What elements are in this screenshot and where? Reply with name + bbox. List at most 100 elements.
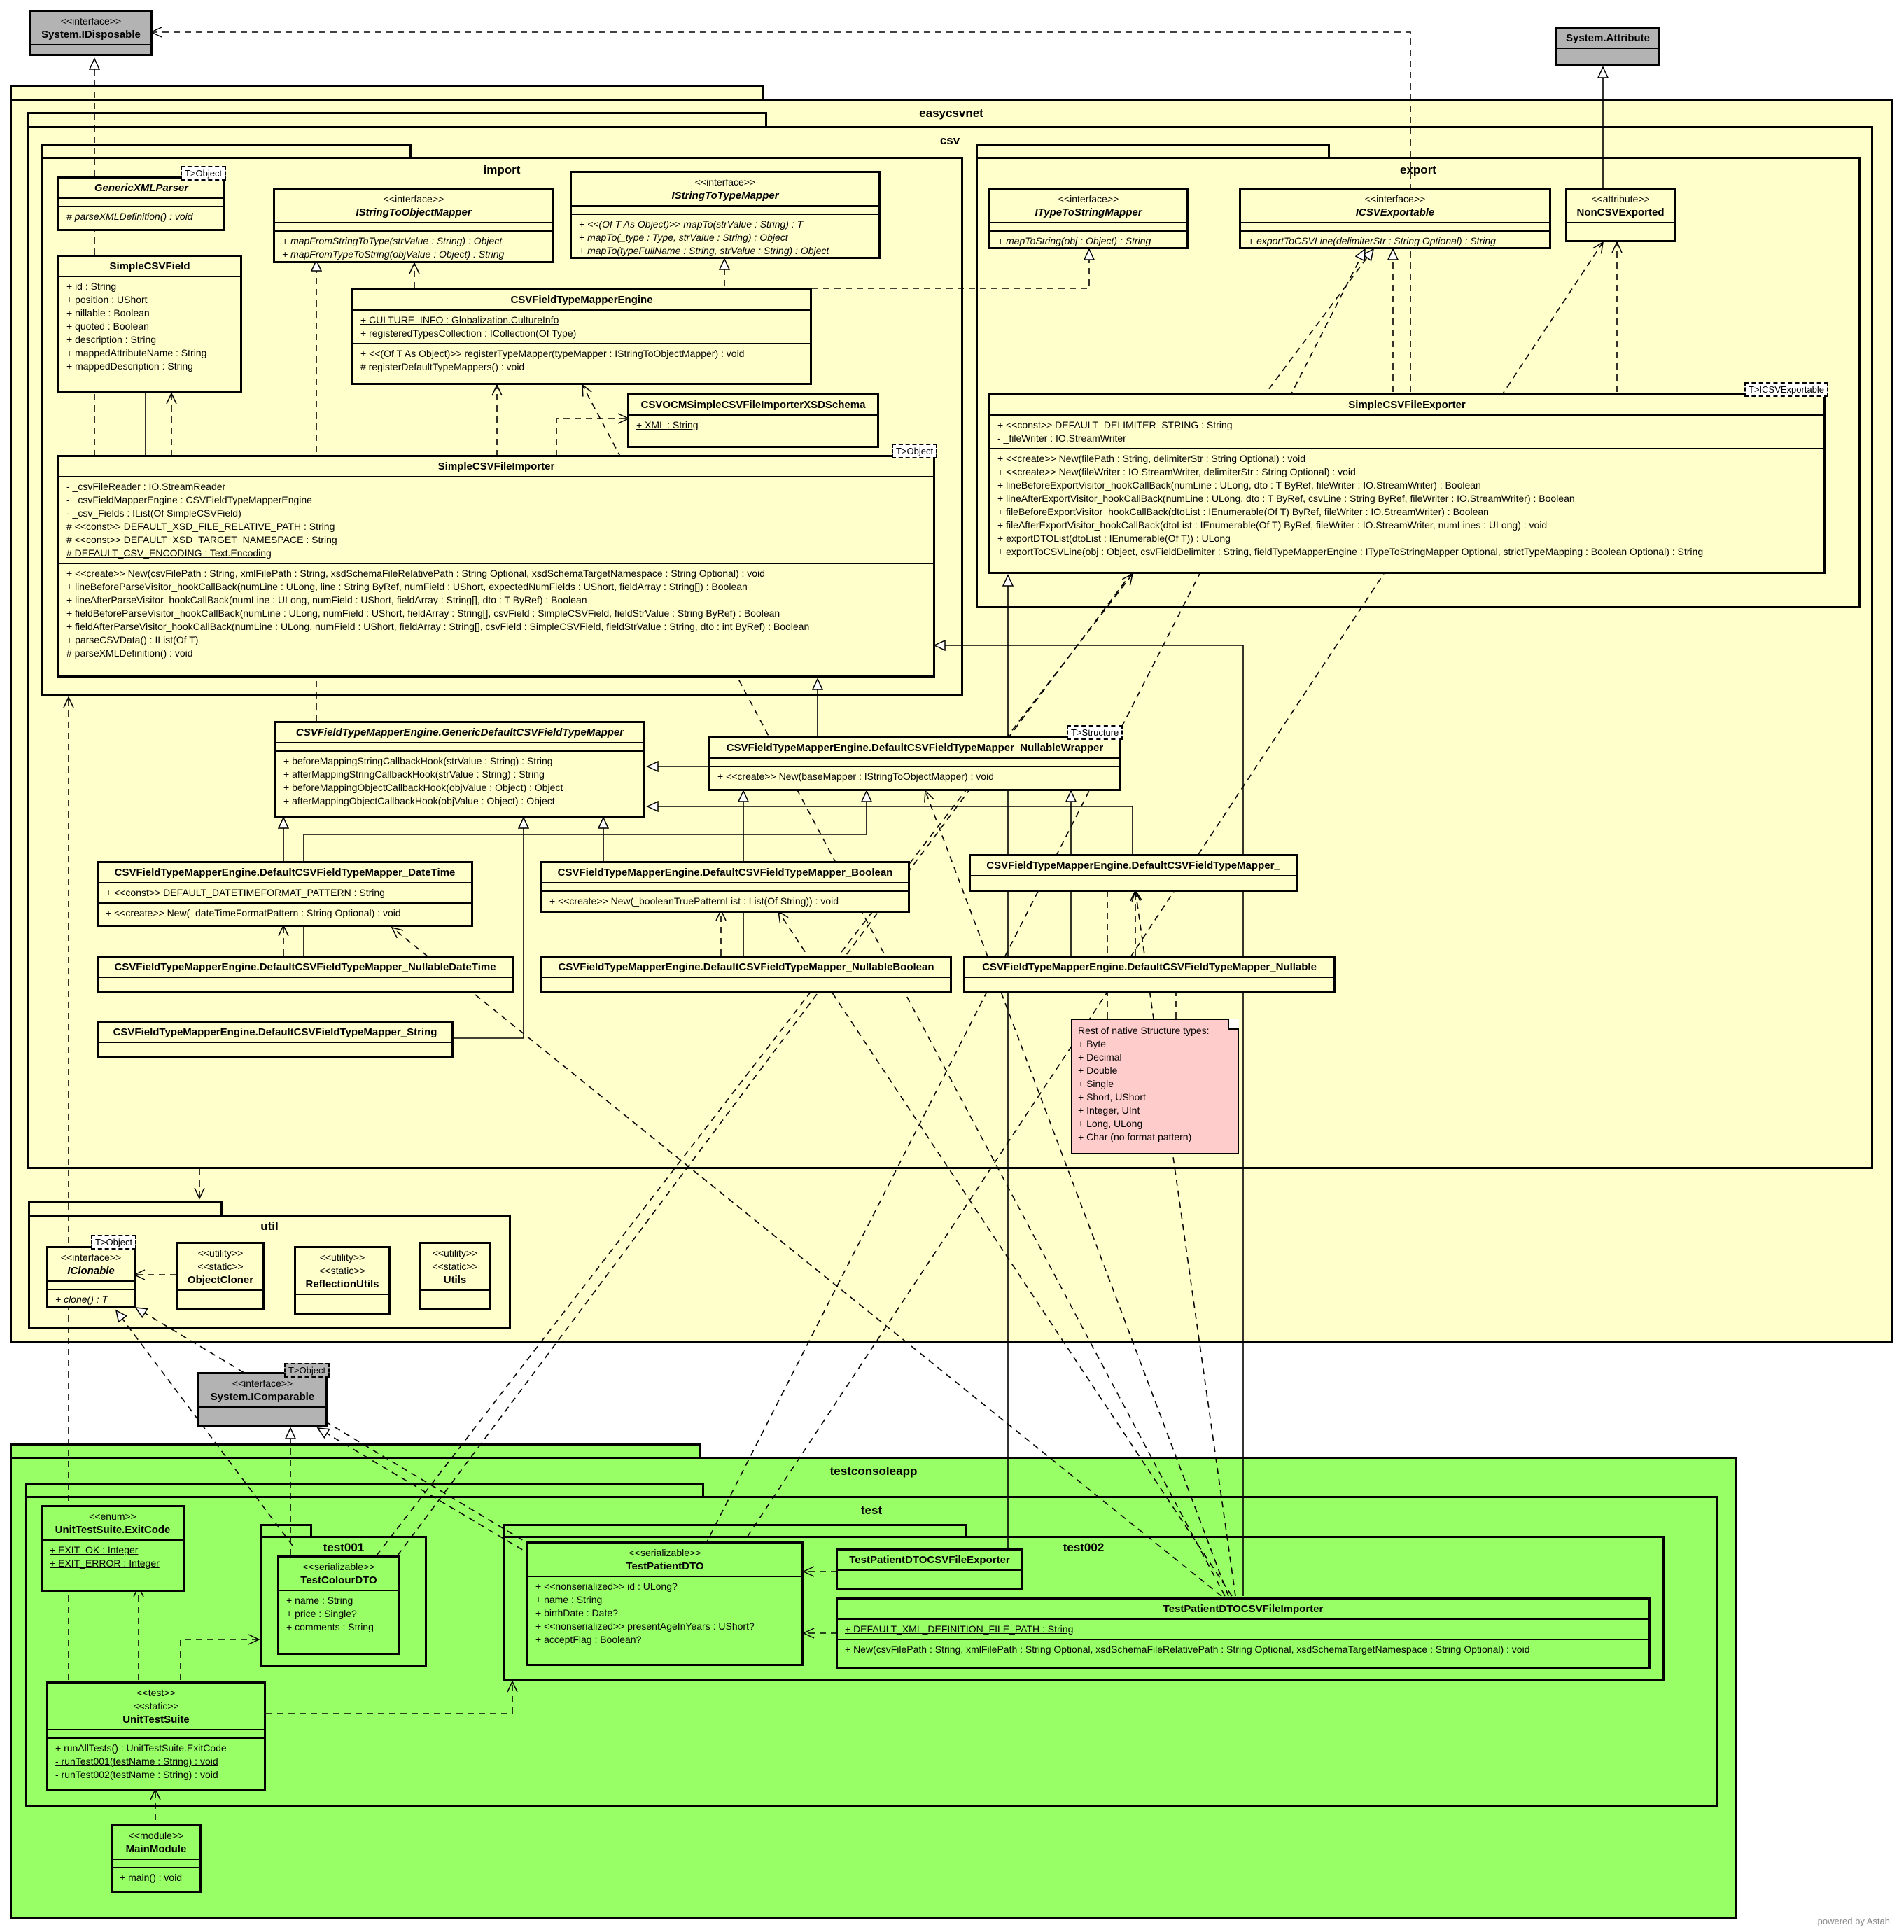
class-mapper-datetime[interactable]: CSVFieldTypeMapperEngine.DefaultCSVField…: [97, 861, 473, 927]
class-mapper-boolean[interactable]: CSVFieldTypeMapperEngine.DefaultCSVField…: [540, 861, 910, 913]
class-iclonable[interactable]: <<interface>>IClonable + clone() : T: [46, 1246, 136, 1308]
class-testpatientcsvimporter[interactable]: TestPatientDTOCSVFileImporter + DEFAULT_…: [836, 1597, 1651, 1669]
stereotype: <<interface>>: [60, 15, 122, 27]
op-row: + fileAfterExportVisitor_hookCallBack(dt…: [997, 519, 1548, 531]
class-mapper-nullable[interactable]: CSVFieldTypeMapperEngine.DefaultCSVField…: [963, 955, 1336, 993]
note-line: + Short, UShort: [1078, 1091, 1146, 1102]
op-row: # parseXMLDefinition() : void: [66, 648, 193, 659]
op-row: + lineBeforeExportVisitor_hookCallBack(n…: [997, 479, 1481, 491]
class-simplecsvfield[interactable]: SimpleCSVField + id : String + position …: [57, 255, 242, 393]
export-tab: [976, 144, 1330, 159]
attr-row: # DEFAULT_CSV_ENCODING : Text.Encoding: [66, 547, 272, 559]
real-colour-iclonable: [116, 1310, 293, 1546]
class-csvfieldtypemapperengine[interactable]: CSVFieldTypeMapperEngine + CULTURE_INFO …: [351, 288, 812, 385]
op-row: + afterMappingObjectCallbackHook(objValu…: [284, 795, 555, 806]
class-mapper-nullabledatetime[interactable]: CSVFieldTypeMapperEngine.DefaultCSVField…: [97, 955, 514, 993]
class-unittestsuite[interactable]: <<test>><<static>>UnitTestSuite + runAll…: [46, 1681, 266, 1791]
attr-row: + XML : String: [636, 419, 699, 430]
op-row: + runAllTests() : UnitTestSuite.ExitCode: [55, 1742, 227, 1754]
stereotype: <<interface>>: [1364, 193, 1426, 204]
class-reflectionutils[interactable]: <<utility>><<static>>ReflectionUtils: [294, 1246, 391, 1315]
attr-row: + birthDate : Date?: [536, 1607, 618, 1618]
tparam-icomparable: T>Object: [284, 1363, 330, 1378]
package-easycsvnet-name: easycsvnet: [919, 106, 983, 120]
op-row: + mapTo(typeFullName : String, strValue …: [579, 245, 830, 256]
stereotype: <<interface>>: [60, 1252, 122, 1263]
class-name: CSVFieldTypeMapperEngine.DefaultCSVField…: [558, 961, 934, 973]
class-mapper-nullableboolean[interactable]: CSVFieldTypeMapperEngine.DefaultCSVField…: [540, 955, 952, 993]
class-testcolourdto[interactable]: <<serializable>>TestColourDTO + name : S…: [277, 1555, 400, 1655]
class-itypetostringmapper[interactable]: <<interface>>ITypeToStringMapper + mapTo…: [988, 188, 1189, 249]
test-tab: [25, 1483, 704, 1498]
class-name: CSVFieldTypeMapperEngine.DefaultCSVField…: [113, 1026, 438, 1038]
class-mapper-underscore[interactable]: CSVFieldTypeMapperEngine.DefaultCSVField…: [969, 854, 1298, 892]
class-genericdefaultmapper[interactable]: CSVFieldTypeMapperEngine.GenericDefaultC…: [274, 721, 645, 818]
stereotype: <<serializable>>: [302, 1561, 375, 1572]
stereotype: <<module>>: [128, 1830, 184, 1841]
class-nullablewrapper[interactable]: CSVFieldTypeMapperEngine.DefaultCSVField…: [708, 736, 1121, 791]
class-icsvexportable[interactable]: <<interface>>ICSVExportable + exportToCS…: [1239, 188, 1551, 249]
class-simplecsvfileimporter[interactable]: SimpleCSVFileImporter - _csvFileReader :…: [57, 455, 935, 678]
class-mapper-string[interactable]: CSVFieldTypeMapperEngine.DefaultCSVField…: [97, 1021, 454, 1058]
op-row: # parseXMLDefinition() : void: [66, 211, 193, 222]
op-row: + beforeMappingStringCallbackHook(strVal…: [284, 755, 553, 766]
class-name: CSVFieldTypeMapperEngine.DefaultCSVField…: [557, 867, 893, 878]
class-system-icomparable[interactable]: <<interface>>System.IComparable: [197, 1372, 328, 1427]
class-testpatientcsvexporter[interactable]: TestPatientDTOCSVFileExporter: [836, 1548, 1023, 1590]
class-exitcode[interactable]: <<enum>>UnitTestSuite.ExitCode + EXIT_OK…: [41, 1505, 185, 1592]
import-tab: [41, 144, 412, 159]
class-testpatientdto[interactable]: <<serializable>>TestPatientDTO + <<nonse…: [526, 1541, 804, 1666]
dep-imp-nullable: [1131, 889, 1236, 1597]
class-noncsvexported[interactable]: <<attribute>>NonCSVExported: [1565, 188, 1676, 242]
package-csv-name: csv: [939, 134, 960, 147]
class-mainmodule[interactable]: <<module>>MainModule + main() : void: [111, 1824, 202, 1893]
stereotype: <<utility>>: [319, 1252, 365, 1263]
class-name: CSVFieldTypeMapperEngine.DefaultCSVField…: [986, 860, 1280, 872]
class-xsdschema[interactable]: CSVOCMSimpleCSVFileImporterXSDSchema + X…: [627, 393, 879, 448]
attr-row: + EXIT_ERROR : Integer: [50, 1558, 160, 1569]
attr-row: + <<nonserialized>> presentAgeInYears : …: [536, 1620, 755, 1632]
class-system-attribute[interactable]: System.Attribute: [1555, 27, 1660, 66]
package-testconsoleapp-name: testconsoleapp: [830, 1464, 918, 1478]
attr-row: + description : String: [66, 334, 157, 345]
op-row: + exportDTOList(dtoList : IEnumerable(Of…: [997, 533, 1231, 544]
class-name: SimpleCSVFileExporter: [1348, 399, 1466, 411]
op-row: + exportToCSVLine(obj : Object, csvField…: [997, 546, 1704, 557]
class-name: MainModule: [125, 1843, 187, 1855]
gen-string: [454, 818, 524, 1039]
attr-row: + acceptFlag : Boolean?: [536, 1634, 642, 1645]
op-row: - runTest001(testName : String) : void: [55, 1756, 218, 1767]
op-row: + fileBeforeExportVisitor_hookCallBack(d…: [997, 506, 1489, 517]
test001-tab: [260, 1524, 312, 1538]
attr-row: + comments : String: [286, 1621, 374, 1632]
class-name: CSVFieldTypeMapperEngine.DefaultCSVField…: [114, 867, 456, 878]
dep-imp-datetime: [391, 926, 1222, 1597]
op-row: + <<(Of T As Object)>> registerTypeMappe…: [360, 348, 745, 359]
attr-row: + <<nonserialized>> id : ULong?: [536, 1581, 678, 1592]
class-istringtotypemapper[interactable]: <<interface>>IStringToTypeMapper + <<(Of…: [570, 171, 881, 259]
real-patient-icomparable: [318, 1428, 533, 1556]
op-row: + mapTo(_type : Type, strValue : String)…: [579, 232, 788, 243]
class-simplecsvfileexporter[interactable]: SimpleCSVFileExporter + <<const>> DEFAUL…: [988, 393, 1826, 574]
op-row: + fieldAfterParseVisitor_hookCallBack(nu…: [66, 621, 810, 632]
attr-row: + nillable : Boolean: [66, 307, 150, 318]
tparam-iclonable: T>Object: [91, 1235, 137, 1250]
class-system-idisposable[interactable]: <<interface>>System.IDisposable: [29, 10, 153, 56]
real-engine-istrtype: [724, 259, 812, 289]
class-name: CSVFieldTypeMapperEngine.DefaultCSVField…: [114, 961, 496, 973]
class-genericxmlparser[interactable]: GenericXMLParser # parseXMLDefinition() …: [57, 176, 225, 231]
op-row: + <<create>> New(_booleanTruePatternList…: [550, 895, 839, 906]
class-utils[interactable]: <<utility>><<static>>Utils: [419, 1242, 491, 1310]
class-name: TestPatientDTOCSVFileImporter: [1163, 1603, 1324, 1615]
attr-row: + mappedDescription : String: [66, 360, 193, 372]
csv-tab: [27, 112, 767, 127]
package-test-name: test: [860, 1504, 883, 1517]
attr-row: + mappedAttributeName : String: [66, 347, 207, 358]
class-name: SimpleCSVFileImporter: [438, 461, 555, 472]
attr-row: + registeredTypesCollection : ICollectio…: [360, 328, 577, 339]
class-name: CSVFieldTypeMapperEngine.DefaultCSVField…: [982, 961, 1317, 973]
package-test001-name: test001: [323, 1541, 365, 1554]
class-objectcloner[interactable]: <<utility>><<static>>ObjectCloner: [176, 1242, 265, 1310]
op-row: + <<create>> New(baseMapper : IStringToO…: [718, 771, 994, 782]
class-istringtoobjectmapper[interactable]: <<interface>>IStringToObjectMapper + map…: [273, 188, 554, 263]
